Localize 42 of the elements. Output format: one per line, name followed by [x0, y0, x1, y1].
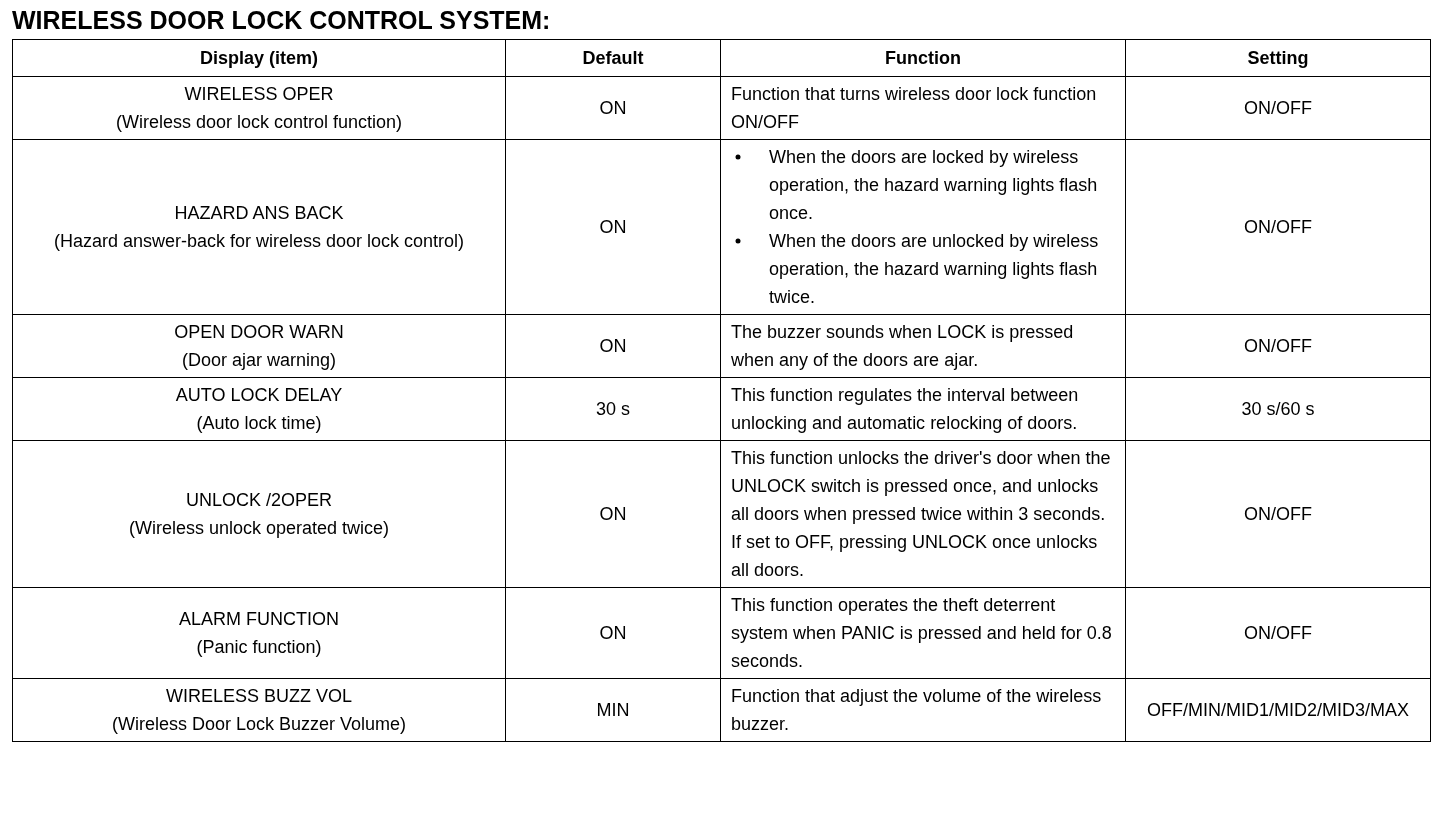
item-name: HAZARD ANS BACK — [174, 202, 344, 225]
item-description: (Auto lock time) — [196, 412, 322, 435]
function-text: The buzzer sounds when LOCK is pressed when any of the doors are ajar. — [731, 321, 1075, 372]
cell-text: ON/OFF — [1243, 216, 1313, 239]
function-text: If set to OFF, pressing UNLOCK once unlocks all doors. — [731, 531, 1099, 582]
bullet-item: When the doors are unlocked by wireless operation, the hazard warning lights flash twice. — [769, 227, 1115, 311]
cell-text: ON/OFF — [1243, 335, 1313, 358]
item-name: WIRELESS OPER — [184, 83, 334, 106]
cell-text: 30 s/60 s — [1240, 398, 1316, 421]
cell-text: ON/OFF — [1243, 622, 1313, 645]
function-text: This function regulates the interval between unlocking and automatic relocking of doors. — [731, 384, 1080, 435]
cell-text: OFF/MIN/MID1/MID2/MID3/MAX — [1146, 699, 1410, 722]
cell-text: ON — [598, 97, 628, 120]
item-description: (Wireless unlock operated twice) — [128, 517, 390, 540]
cell-text: ON — [598, 622, 628, 645]
cell-text: ON/OFF — [1243, 97, 1313, 120]
bullet-item: When the doors are locked by wireless operation, the hazard warning lights flash once. — [769, 143, 1115, 227]
column-header: Default — [581, 47, 645, 70]
item-name: UNLOCK /2OPER — [185, 489, 332, 512]
cell-text: ON — [598, 335, 628, 358]
column-header: Function — [884, 47, 962, 70]
function-text: This function operates the theft deterrent system when PANIC is pressed and held for 0.8 seconds. — [731, 594, 1113, 673]
item-description: (Wireless door lock control function) — [115, 111, 403, 134]
item-description: (Panic function) — [196, 636, 322, 659]
function-text: Function that turns wireless door lock function ON/OFF — [731, 83, 1098, 134]
item-description: (Hazard answer-back for wireless door lock control) — [53, 230, 465, 253]
cell-text: MIN — [595, 699, 631, 722]
column-header: Display (item) — [199, 47, 319, 70]
item-name: AUTO LOCK DELAY — [175, 384, 343, 407]
item-name: OPEN DOOR WARN — [174, 321, 344, 344]
cell-text: ON — [598, 503, 628, 526]
table-title: WIRELESS DOOR LOCK CONTROL SYSTEM: — [12, 6, 551, 35]
function-text: This function unlocks the driver's door when the UNLOCK switch is pressed once, and unlocks all doors when pressed twice within 3 seconds. — [731, 447, 1112, 526]
item-name: WIRELESS BUZZ VOL — [165, 685, 352, 708]
item-name: ALARM FUNCTION — [179, 608, 339, 631]
cell-text: ON/OFF — [1243, 503, 1313, 526]
function-text: Function that adjust the volume of the wireless buzzer. — [731, 685, 1103, 736]
item-description: (Wireless Door Lock Buzzer Volume) — [111, 713, 407, 736]
cell-text: 30 s — [595, 398, 631, 421]
cell-text: ON — [598, 216, 628, 239]
column-header: Setting — [1246, 47, 1310, 70]
item-description: (Door ajar warning) — [181, 349, 337, 372]
